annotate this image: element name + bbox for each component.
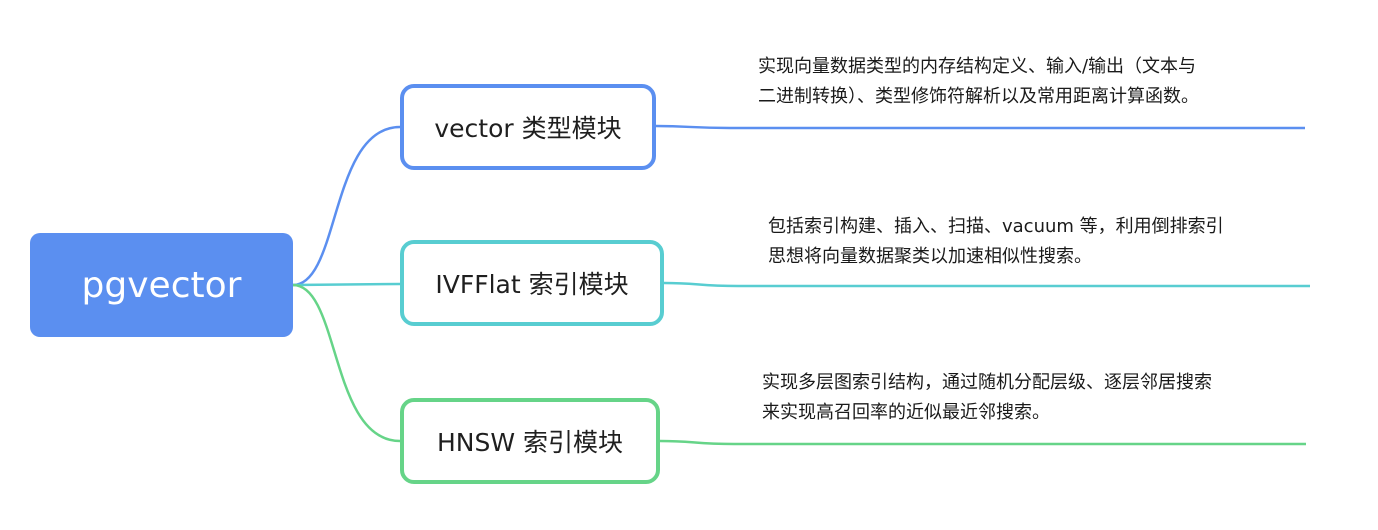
branch-node-hnsw-index-module[interactable]: HNSW 索引模块 (400, 398, 660, 484)
root-node-label: pgvector (81, 264, 242, 306)
branch-node-label: IVFFlat 索引模块 (435, 270, 629, 299)
description-line: 二进制转换）、类型修饰符解析以及常用距离计算函数。 (758, 86, 1199, 107)
connector-root-to-ivfflat (292, 282, 401, 287)
root-node-pgvector[interactable]: pgvector (30, 233, 293, 337)
description-line: 来实现高召回率的近似最近邻搜索。 (762, 402, 1050, 423)
description-vector-type-module: 实现向量数据类型的内存结构定义、输入/输出（文本与 二进制转换）、类型修饰符解析… (758, 52, 1199, 112)
description-line: 思想将向量数据聚类以加速相似性搜索。 (768, 246, 1092, 267)
connector-root-to-hnsw (292, 283, 401, 443)
underline-vector (655, 124, 1305, 130)
branch-node-label: HNSW 索引模块 (436, 428, 624, 457)
branch-node-vector-type-module[interactable]: vector 类型模块 (400, 84, 656, 170)
underline-hnsw (659, 439, 1306, 446)
branch-node-label: vector 类型模块 (434, 114, 622, 143)
underline-ivfflat (663, 281, 1310, 288)
connector-root-to-vector (292, 125, 401, 287)
description-line: 实现多层图索引结构，通过随机分配层级、逐层邻居搜索 (762, 372, 1212, 393)
description-line: 实现向量数据类型的内存结构定义、输入/输出（文本与 (758, 56, 1197, 77)
description-line: 包括索引构建、插入、扫描、vacuum 等，利用倒排索引 (768, 216, 1224, 237)
description-hnsw-index-module: 实现多层图索引结构，通过随机分配层级、逐层邻居搜索 来实现高召回率的近似最近邻搜… (762, 368, 1212, 428)
description-ivfflat-index-module: 包括索引构建、插入、扫描、vacuum 等，利用倒排索引 思想将向量数据聚类以加… (768, 212, 1224, 272)
branch-node-ivfflat-index-module[interactable]: IVFFlat 索引模块 (400, 240, 664, 326)
